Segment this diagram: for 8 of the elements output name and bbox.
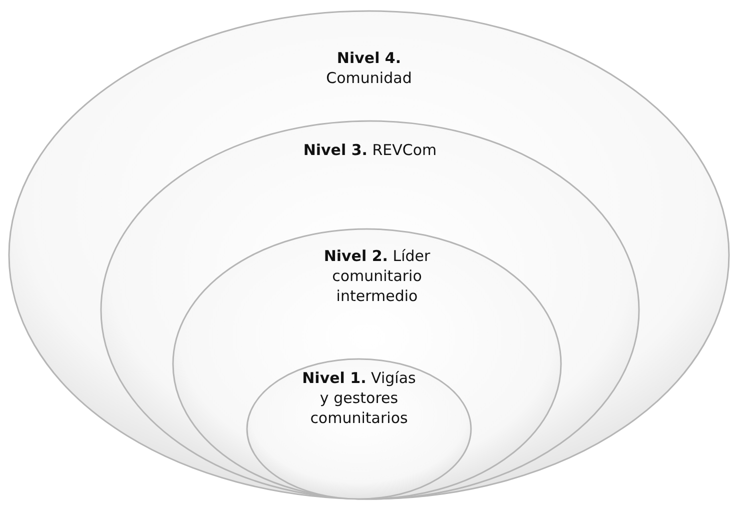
- ellipse-region: [100, 120, 640, 500]
- level-label: Nivel 3. REVCom: [302, 140, 438, 160]
- level-label: Nivel 1. Vigías y gestores comunitarios: [301, 368, 417, 428]
- level-label: Nivel 2. Líder comunitario intermedio: [322, 246, 432, 306]
- ellipse-region: [8, 10, 730, 500]
- level-label: Nivel 4. Comunidad: [325, 48, 413, 88]
- ellipse-region: [246, 358, 472, 500]
- ellipse-region: [172, 228, 562, 500]
